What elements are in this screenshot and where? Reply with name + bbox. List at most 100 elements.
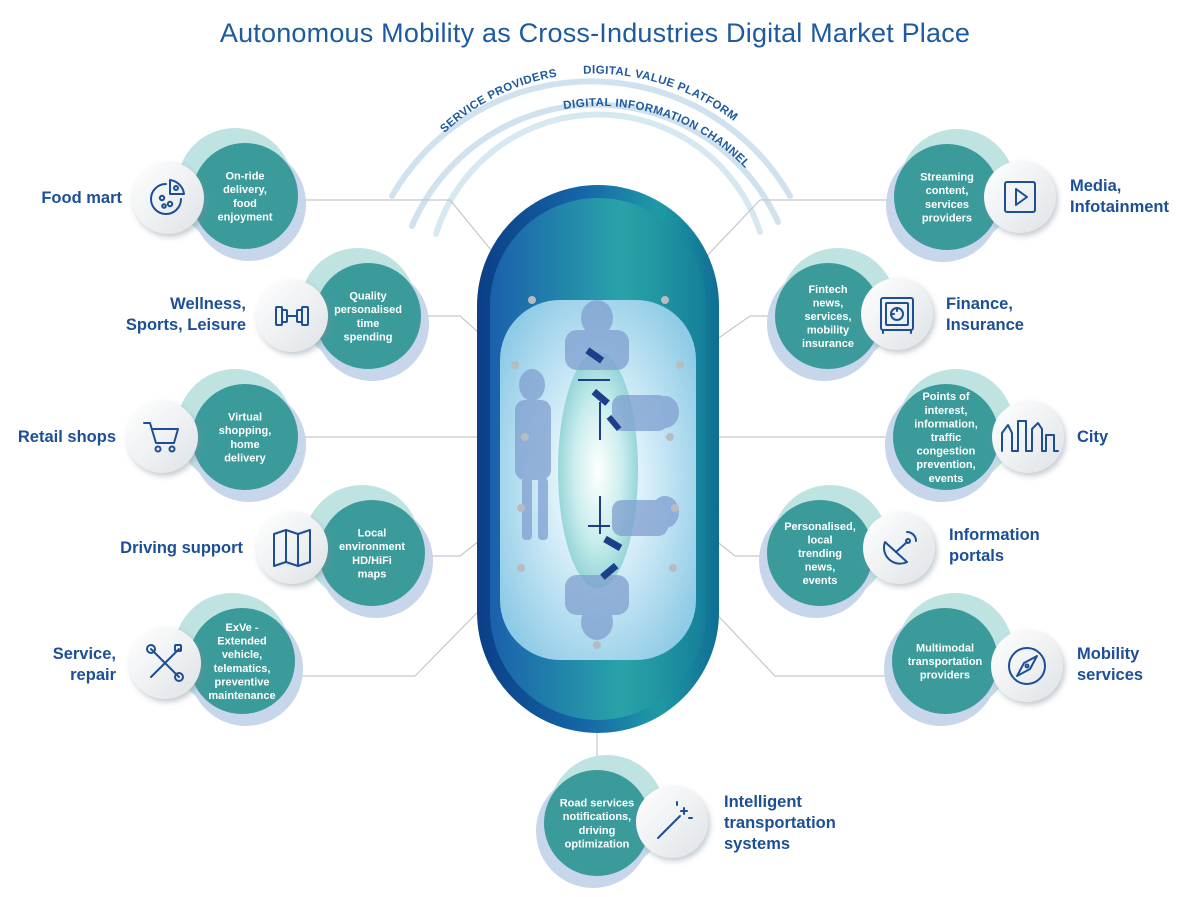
service-description-line: Virtual: [228, 412, 262, 424]
service-description-line: Extended: [217, 636, 267, 648]
service-description-line: content,: [926, 185, 969, 197]
service-description-line: mobility: [807, 325, 850, 337]
icon-ball: [256, 512, 328, 584]
service-description-line: On-ride: [225, 171, 264, 183]
service-description-line: providers: [920, 670, 970, 682]
service-description-line: Road services: [560, 798, 635, 810]
service-description-line: services,: [804, 311, 851, 323]
service-description-line: Fintech: [808, 284, 847, 296]
service-label: Driving support: [120, 539, 243, 557]
service-circle: [894, 144, 1000, 250]
connector-dot: [661, 296, 669, 304]
service-description-line: Multimodal: [916, 642, 974, 654]
magic-wand-icon: [657, 801, 693, 839]
connector-dot: [517, 504, 525, 512]
car-table: [558, 352, 638, 588]
service-circle: [192, 143, 298, 249]
devices: [585, 347, 623, 580]
service-description-line: vehicle,: [222, 649, 262, 661]
dumbbell-icon: [275, 306, 309, 326]
connector-dot: [528, 296, 536, 304]
play-icon: [1004, 181, 1036, 213]
service-description-line: time: [357, 318, 380, 330]
service-description-line: delivery: [224, 452, 266, 464]
service-description-line: HD/HiFi: [352, 555, 392, 567]
service-label: Finance, Insurance: [946, 295, 1024, 334]
service-label: Media, Infotainment: [1070, 177, 1169, 216]
service-circle: [775, 263, 881, 369]
service-description-line: optimization: [565, 838, 630, 850]
service-description-line: maps: [358, 568, 387, 580]
shopping-cart-icon: [143, 422, 179, 453]
service-circle: [544, 770, 650, 876]
service-circle: [315, 263, 421, 369]
service-node: ExVe -Extendedvehicle,telematics,prevent…: [129, 593, 303, 726]
service-description-line: congestion: [917, 446, 976, 458]
service-description-line: enjoyment: [217, 211, 272, 223]
service-description-line: news,: [813, 297, 844, 309]
service-circle: [893, 384, 999, 490]
connector-dots: [511, 296, 684, 649]
icon-ball: [984, 161, 1056, 233]
table-marks: [578, 379, 610, 534]
icon-ball: [861, 278, 933, 350]
service-description-line: transportation: [908, 656, 983, 668]
service-description-line: notifications,: [563, 811, 631, 823]
service-node: Points of interest,information, traffic con…: [885, 369, 1064, 502]
service-description-line: driving: [579, 825, 616, 837]
tools-icon: [146, 644, 184, 682]
service-description-line: environment: [339, 541, 405, 553]
service-description-line: ExVe -: [225, 622, 258, 634]
service-description-line: maintenance: [208, 690, 275, 702]
service-description-line: interest,: [925, 405, 968, 417]
service-circle: [192, 384, 298, 490]
service-label: Wellness, Sports, Leisure: [125, 295, 246, 334]
service-description-line: trending: [798, 548, 842, 560]
arc-middle: [409, 101, 781, 229]
service-circle: [892, 608, 998, 714]
service-description-line: prevention,: [916, 459, 975, 471]
service-label: Service, repair: [52, 645, 116, 684]
arc-inner: [433, 111, 763, 237]
connector-dot: [676, 361, 684, 369]
service-description-line: Points of: [922, 391, 969, 403]
service-description-line: Local: [358, 528, 387, 540]
passengers: [515, 300, 679, 640]
service-label: Food mart: [41, 189, 122, 207]
connector-dot: [666, 433, 674, 441]
service-description-line: local: [807, 534, 832, 546]
map-icon: [273, 529, 311, 567]
service-description-line: providers: [922, 212, 972, 224]
connector-dot: [671, 504, 679, 512]
connector-dot: [521, 433, 529, 441]
service-circle: [767, 500, 873, 606]
service-description-line: information,: [914, 418, 978, 430]
service-node: Multimodal transportation providers: [884, 593, 1063, 726]
icon-ball: [132, 162, 204, 234]
icon-ball: [636, 786, 708, 858]
icon-ball: [126, 401, 198, 473]
service-description-line: spending: [344, 331, 393, 343]
services-group: On-ridedelivery,foodenjoymentQualitypers…: [126, 128, 1064, 888]
service-description-line: traffic: [931, 432, 962, 444]
service-circle: [319, 500, 425, 606]
service-description-line: shopping,: [219, 425, 272, 437]
service-description-line: food: [233, 198, 257, 210]
service-circle: [189, 608, 295, 714]
arc-outer: [389, 78, 793, 199]
satellite-dish-icon: [882, 531, 917, 565]
service-description-line: Quality: [349, 291, 387, 303]
city-skyline-icon: [1001, 420, 1059, 452]
service-label: City: [1077, 428, 1109, 446]
service-label: Mobility services: [1077, 645, 1144, 684]
connector-dot: [669, 564, 677, 572]
connector-dot: [517, 564, 525, 572]
service-description-line: telematics,: [214, 663, 271, 675]
